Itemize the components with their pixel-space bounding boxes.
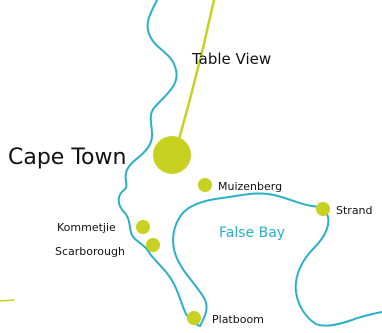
coastline-fragment	[0, 299, 15, 302]
cape-town-label: Cape Town	[8, 145, 126, 170]
strand-marker[interactable]	[316, 202, 330, 216]
cape-town-marker[interactable]	[153, 136, 191, 174]
scarborough-marker[interactable]	[146, 238, 160, 252]
scarborough-label: Scarborough	[55, 245, 125, 258]
muizenberg-marker[interactable]	[198, 178, 212, 192]
strand-label: Strand	[336, 204, 373, 217]
muizenberg-label: Muizenberg	[218, 180, 282, 193]
road-line	[174, 0, 216, 152]
false-bay-label: False Bay	[219, 225, 285, 241]
kommetjie-label: Kommetjie	[57, 221, 116, 234]
platboom-label: Platboom	[212, 313, 264, 326]
platboom-marker[interactable]	[187, 311, 201, 325]
coastline-false-bay	[172, 192, 382, 327]
coastline-west	[117, 0, 201, 327]
table-view-label: Table View	[191, 50, 271, 68]
kommetjie-marker[interactable]	[136, 220, 150, 234]
